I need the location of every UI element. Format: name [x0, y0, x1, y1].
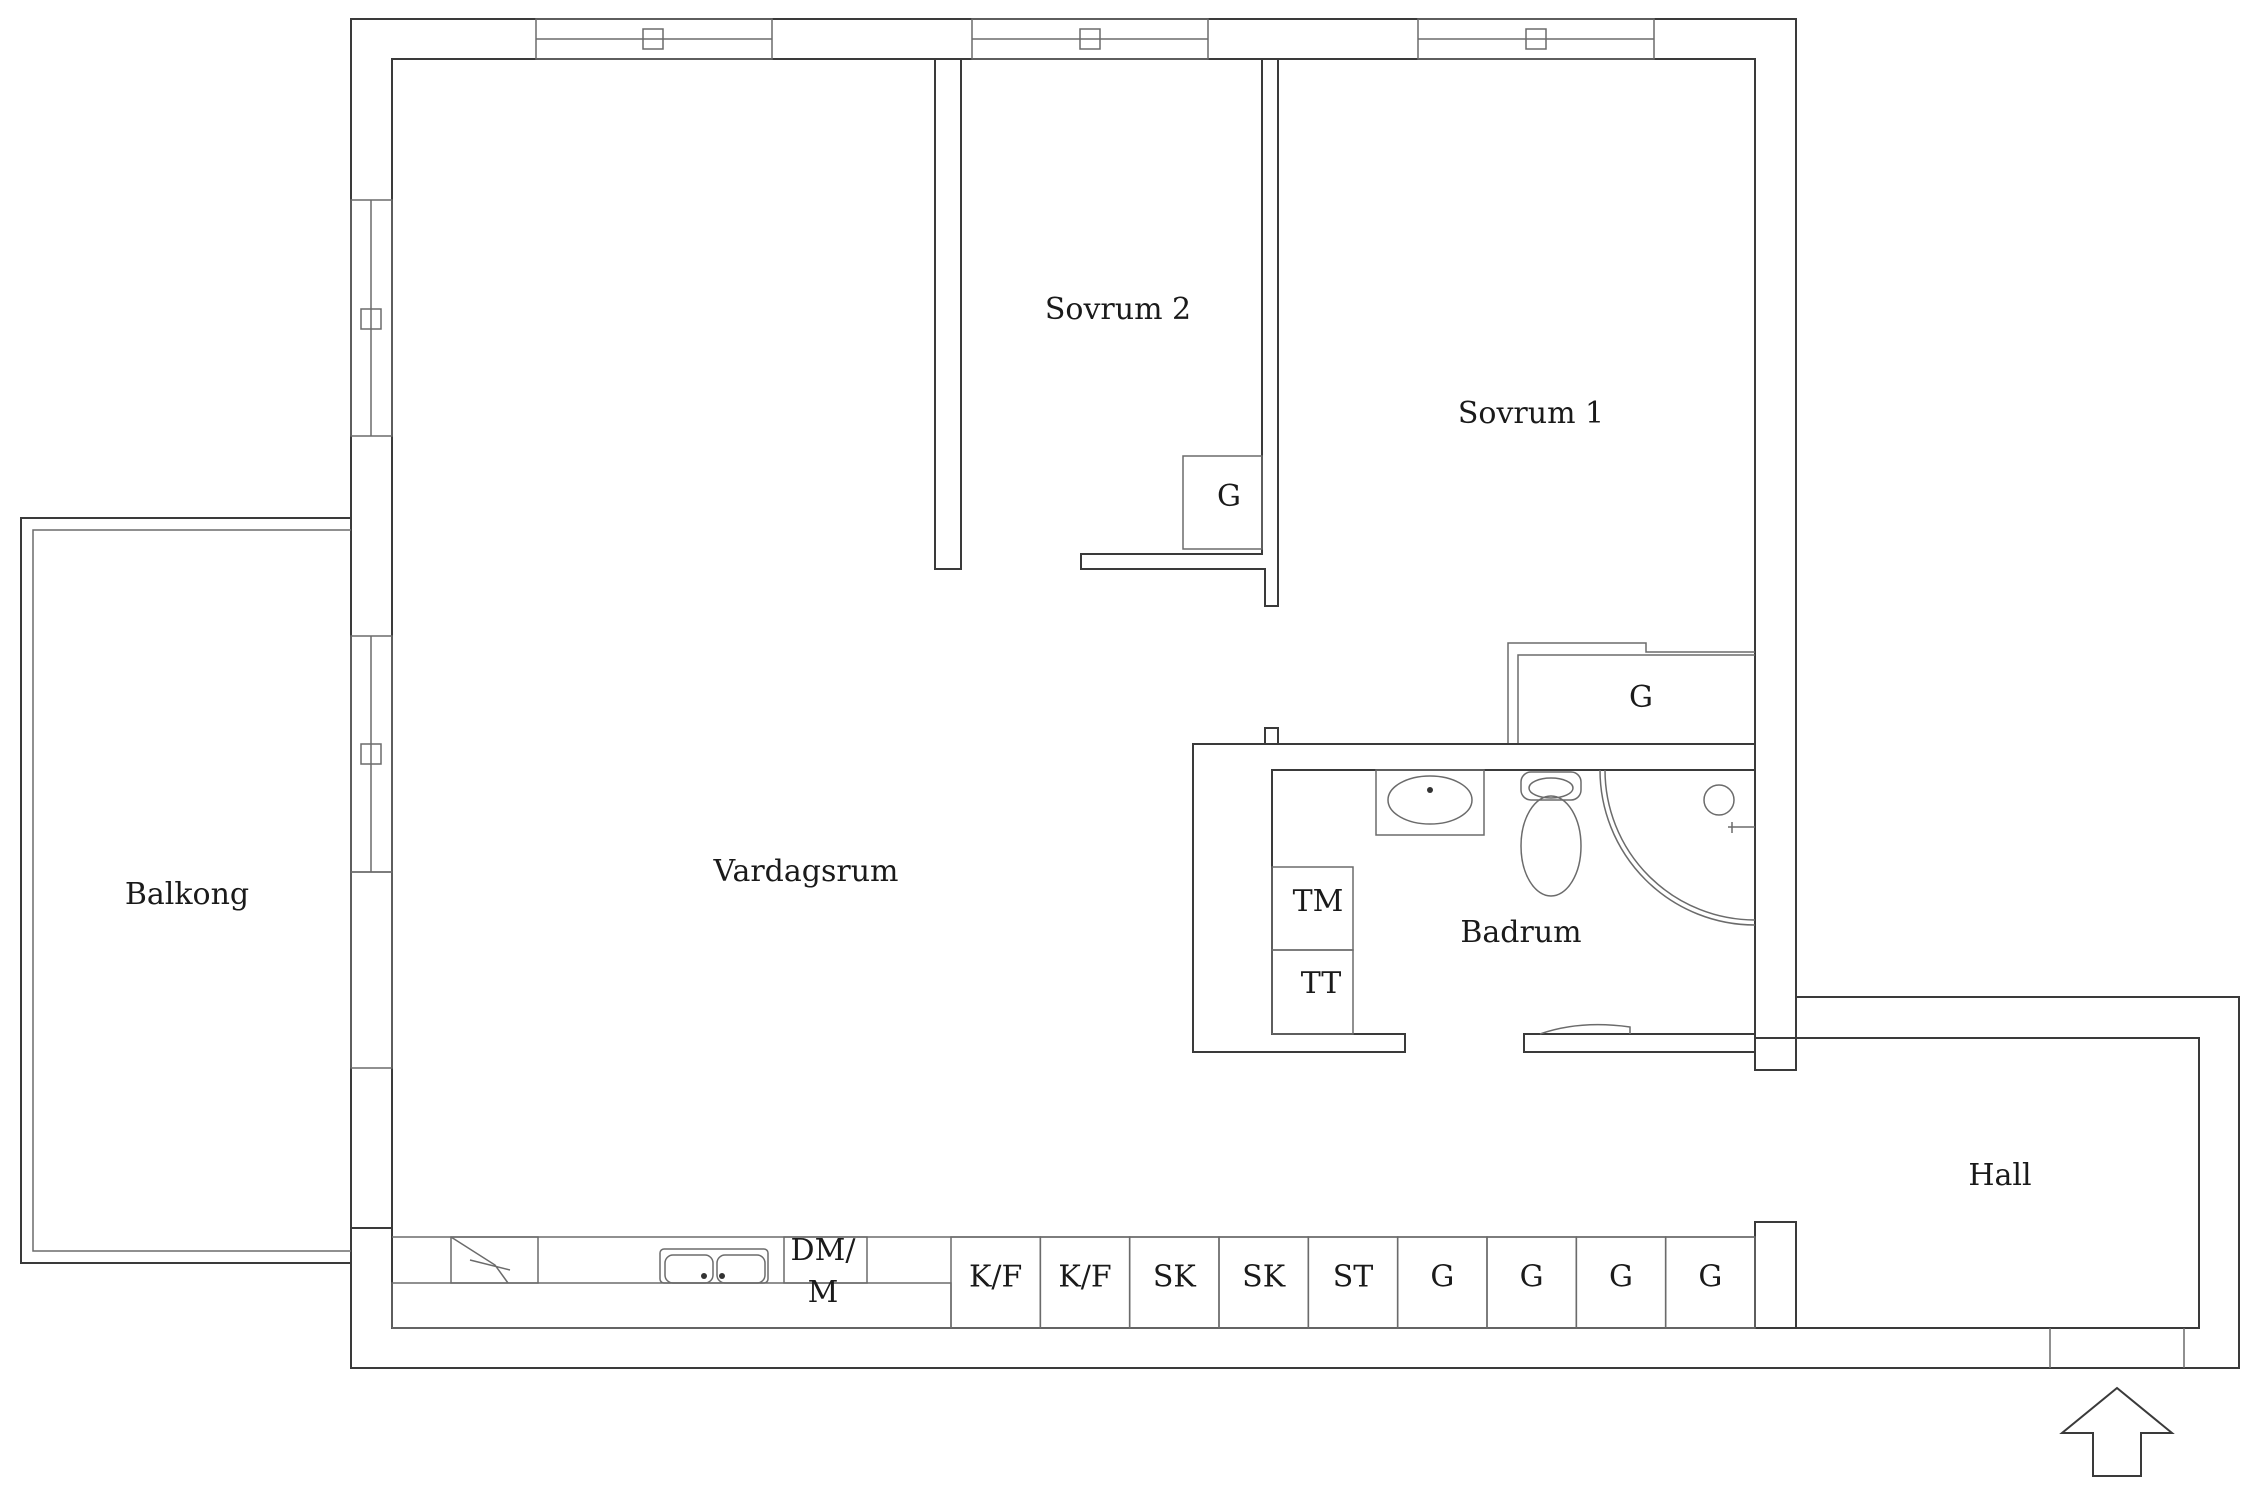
room-label-vardagsrum: Vardagsrum	[713, 854, 899, 889]
room-label-balkong: Balkong	[125, 877, 249, 912]
kitchen-cabinet-label-4: SK	[1242, 1260, 1286, 1295]
closet-label-sovrum2: G	[1217, 479, 1241, 514]
dishwasher-label-line2: M	[808, 1275, 839, 1310]
arrow-up-icon	[2059, 1386, 2175, 1477]
kitchen: K/F K/F SK SK ST G G G G	[391, 1236, 1756, 1329]
kitchen-cabinet-label-1: K/F	[969, 1260, 1022, 1295]
kitchen-sink-icon	[659, 1248, 769, 1284]
kitchen-cabinet-label-7: G	[1520, 1260, 1544, 1295]
dryer-label: TT	[1301, 966, 1342, 1001]
room-label-hall: Hall	[1968, 1158, 2031, 1193]
kitchen-cabinet-label-2: K/F	[1058, 1260, 1111, 1295]
kitchen-cabinet-label-5: ST	[1333, 1260, 1374, 1295]
outer-walls	[350, 18, 2240, 1369]
interior-walls	[351, 59, 2185, 1368]
room-label-sovrum2: Sovrum 2	[1045, 292, 1191, 327]
windows-left	[350, 199, 393, 1069]
balcony	[20, 517, 351, 1264]
stove-icon	[450, 1236, 539, 1284]
kitchen-cabinet-label-6: G	[1430, 1260, 1454, 1295]
closet-label-sovrum1: G	[1629, 680, 1653, 715]
washer-label: TM	[1293, 884, 1344, 919]
windows-top	[535, 18, 1655, 60]
kitchen-cabinet-label-3: SK	[1153, 1260, 1197, 1295]
kitchen-cabinet-9	[1664, 1236, 1756, 1329]
room-label-sovrum1: Sovrum 1	[1458, 396, 1604, 431]
toilet-icon	[1520, 771, 1582, 897]
dishwasher-label-line1: DM/	[791, 1233, 857, 1268]
sink-icon	[1375, 769, 1485, 836]
bathroom-fixtures	[1271, 769, 1756, 1035]
dryer-icon	[1271, 949, 1354, 1035]
kitchen-cabinet-label-9: G	[1698, 1260, 1722, 1295]
room-label-badrum: Badrum	[1460, 915, 1581, 950]
shower-icon	[1599, 769, 1756, 926]
dishwasher-cell	[783, 1236, 868, 1284]
kitchen-cabinet-label-8: G	[1609, 1260, 1633, 1295]
